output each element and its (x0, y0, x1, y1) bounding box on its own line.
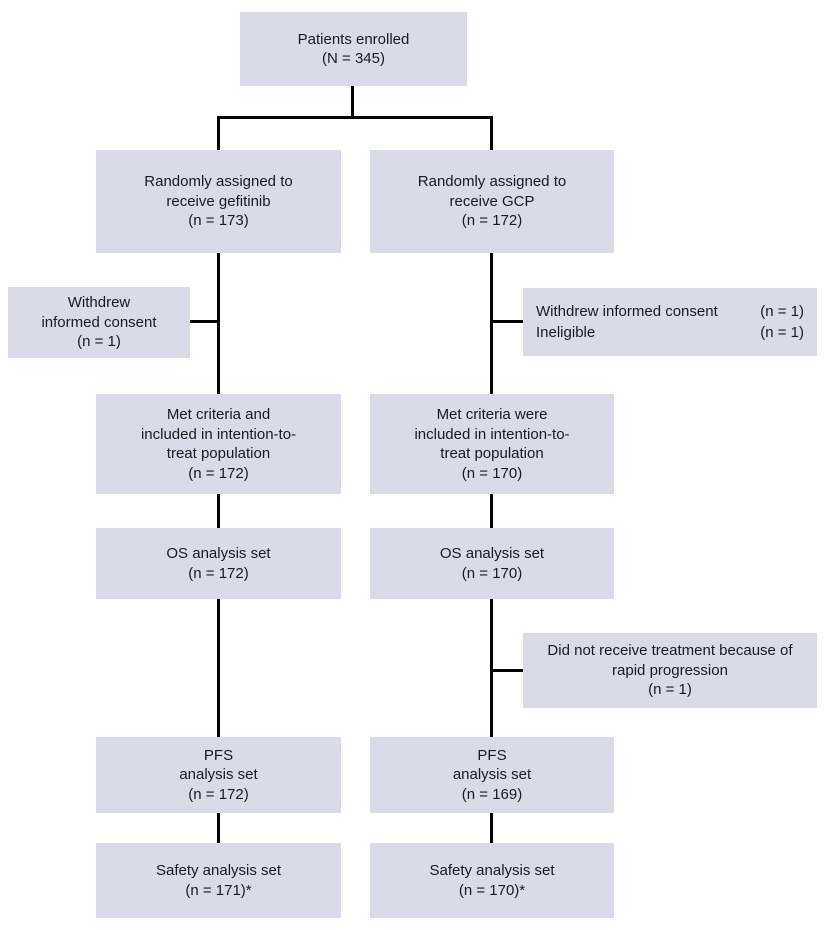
connector-branch-horizontal (217, 116, 493, 119)
box-text-line: Withdrew (67, 294, 131, 312)
box-text-line: (n = 1) (648, 681, 692, 699)
box-text-line: Did not receive treatment because of (547, 642, 793, 660)
box-text-line: included in intention-to- (414, 425, 570, 443)
box-text-line: Met criteria and (166, 406, 271, 423)
connector-right-itt-to-os (490, 493, 493, 528)
connector-no-treatment-horizontal (492, 669, 524, 672)
box-text-line: (n = 173) (188, 212, 249, 230)
box-withdrew-ineligible-right: Withdrew informed consent (n = 1) Inelig… (523, 288, 817, 356)
box-text-line: PFS (203, 746, 234, 764)
box-text-line: Randomly assigned to (144, 173, 293, 191)
connector-left-itt-to-os (217, 493, 220, 528)
box-text-line: Safety analysis set (429, 862, 555, 879)
box-text-line: (n = 170) (461, 464, 523, 482)
box-text-line: (n = 172) (188, 464, 249, 482)
exclusion-count: (n = 1) (760, 324, 804, 341)
box-patients-enrolled: Patients enrolled (N = 345) (240, 12, 467, 86)
exclusion-row: Withdrew informed consent (n = 1) (536, 301, 804, 322)
box-text-line: Patients enrolled (297, 30, 410, 48)
box-os-analysis-left: OS analysis set (n = 172) (96, 528, 341, 599)
box-withdrew-consent-left: Withdrew informed consent (n = 1) (8, 287, 190, 358)
box-safety-analysis-right: Safety analysis set (n = 170)* (370, 843, 614, 918)
connector-left-pfs-to-safety (217, 812, 220, 843)
box-text-line: (N = 345) (322, 50, 385, 67)
connector-withdrew-left-horizontal (189, 320, 219, 323)
box-text-line: OS analysis set (166, 545, 271, 562)
box-itt-left: Met criteria and included in intention-t… (96, 394, 341, 494)
box-text-line: analysis set (179, 766, 258, 784)
connector-branch-left-down (217, 116, 220, 150)
box-text-line: (n = 169) (461, 785, 523, 803)
connector-left-random-to-itt (217, 253, 220, 394)
box-text-line: Randomly assigned to (417, 173, 567, 191)
box-text-line: (n = 1) (77, 333, 121, 351)
box-text-line: Safety analysis set (155, 862, 282, 879)
box-os-analysis-right: OS analysis set (n = 170) (370, 528, 614, 599)
box-text-line: PFS (477, 746, 507, 764)
box-text-line: Met criteria were (436, 406, 548, 423)
box-text-line: included in intention-to- (140, 425, 297, 443)
box-pfs-analysis-right: PFS analysis set (n = 169) (370, 737, 614, 813)
box-text-line: (n = 170)* (458, 881, 526, 899)
box-text-line: (n = 172) (188, 564, 249, 582)
exclusion-count: (n = 1) (760, 303, 804, 320)
box-text-line: (n = 171)* (185, 881, 252, 899)
box-no-treatment-right: Did not receive treatment because of rap… (523, 633, 817, 708)
box-text-line: OS analysis set (439, 545, 545, 562)
box-randomized-gcp: Randomly assigned to receive GCP (n = 17… (370, 150, 614, 253)
exclusion-label: Ineligible (536, 324, 596, 341)
box-itt-right: Met criteria were included in intention-… (370, 394, 614, 494)
connector-right-pfs-to-safety (490, 812, 493, 843)
box-text-line: receive gefitinib (166, 192, 271, 210)
box-text-line: rapid progression (612, 661, 728, 679)
box-text-line: (n = 172) (188, 785, 249, 803)
exclusion-label: Withdrew informed consent (536, 303, 718, 320)
box-text-line: analysis set (452, 766, 532, 784)
exclusion-row: Ineligible (n = 1) (536, 322, 804, 343)
connector-right-os-to-pfs (490, 599, 493, 737)
box-text-line: (n = 170) (461, 564, 523, 582)
connector-withdrew-right-horizontal (492, 320, 524, 323)
box-text-line: receive GCP (449, 192, 535, 210)
box-text-line: treat population (166, 445, 271, 462)
box-text-line: treat population (440, 445, 544, 462)
box-randomized-gefitinib: Randomly assigned to receive gefitinib (… (96, 150, 341, 253)
box-safety-analysis-left: Safety analysis set (n = 171)* (96, 843, 341, 918)
connector-right-random-to-itt (490, 253, 493, 394)
box-text-line: (n = 172) (461, 212, 523, 230)
connector-top-stem (351, 84, 354, 118)
connector-branch-right-down (490, 116, 493, 150)
connector-left-os-to-pfs (217, 599, 220, 737)
box-pfs-analysis-left: PFS analysis set (n = 172) (96, 737, 341, 813)
box-text-line: informed consent (41, 313, 157, 331)
